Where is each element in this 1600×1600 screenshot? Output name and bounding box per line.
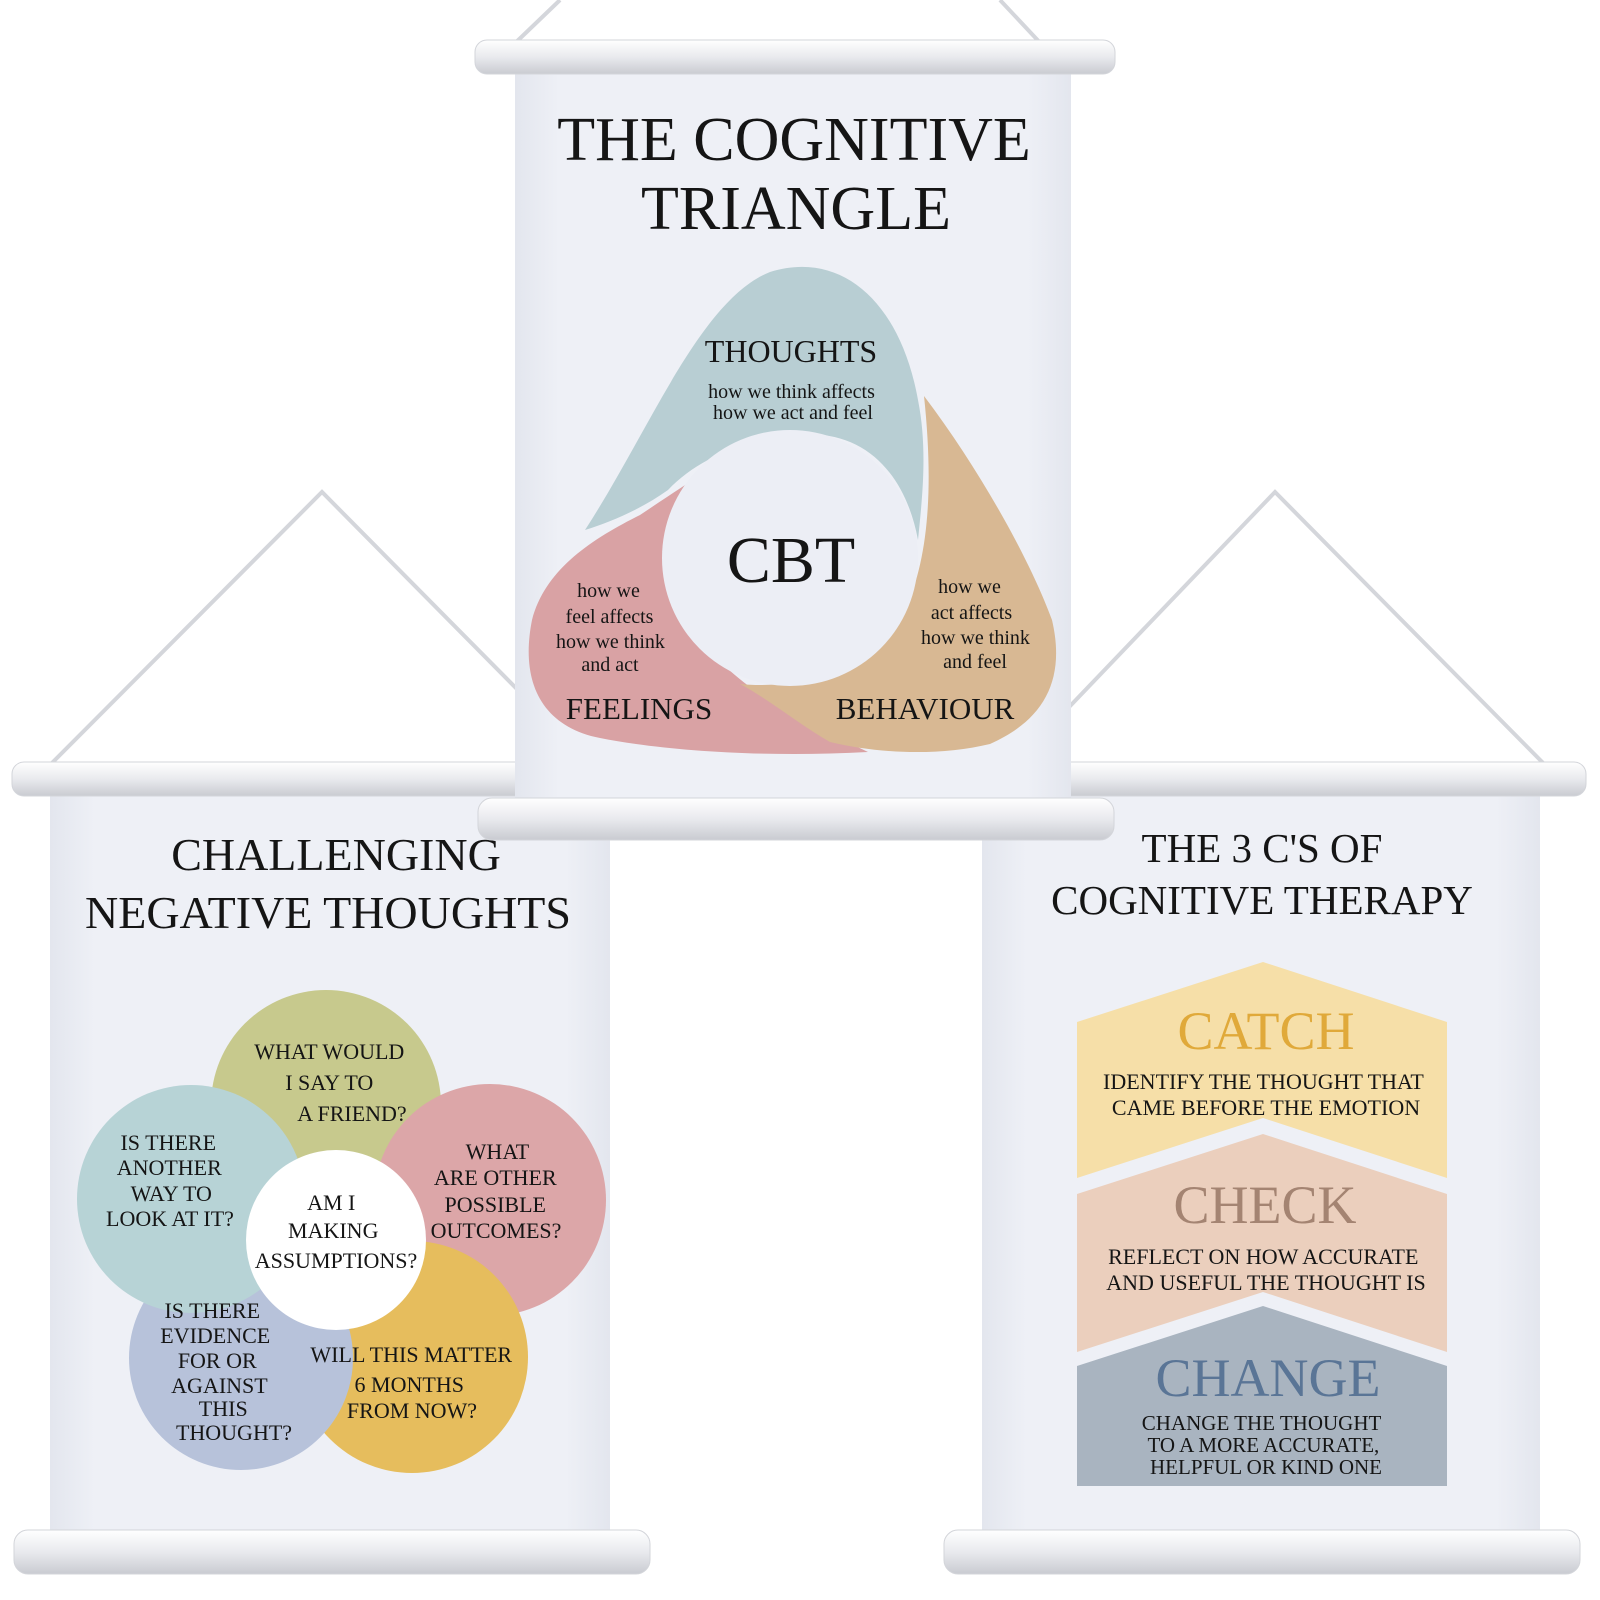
hanging-string bbox=[38, 489, 604, 777]
thoughts-desc: how we think affects how we act and feel bbox=[708, 381, 880, 424]
poster-title: THE 3 C'S OF bbox=[1142, 825, 1383, 871]
petal-text: WHAT WOULD I SAY TO A FRIEND? bbox=[254, 1039, 410, 1126]
behaviour-label: BEHAVIOUR bbox=[836, 691, 1015, 726]
step-title-change: CHANGE bbox=[1156, 1348, 1381, 1408]
petal-text: WHAT ARE OTHER POSSIBLE OUTCOMES? bbox=[431, 1139, 563, 1243]
center-label: CBT bbox=[727, 524, 855, 597]
behaviour-desc: how we act affects how we think and feel bbox=[921, 576, 1035, 673]
center-circle bbox=[246, 1150, 426, 1330]
poster-title: COGNITIVE THERAPY bbox=[1051, 877, 1473, 923]
step-title-catch: CATCH bbox=[1177, 1001, 1354, 1061]
behaviour-lobe bbox=[740, 396, 1057, 753]
bottom-rod bbox=[943, 1529, 1581, 1575]
poster-title: TRIANGLE bbox=[641, 175, 951, 243]
step-desc: IDENTIFY THE THOUGHT THAT CAME BEFORE TH… bbox=[1103, 1069, 1429, 1120]
thoughts-lobe bbox=[585, 266, 924, 540]
change-chevron bbox=[1077, 1306, 1447, 1486]
poster-title: CHALLENGING bbox=[171, 829, 501, 880]
center-circle bbox=[662, 430, 918, 686]
poster-title: NEGATIVE THOUGHTS bbox=[85, 887, 571, 938]
petal-text: WILL THIS MATTER 6 MONTHS FROM NOW? bbox=[310, 1342, 517, 1423]
feelings-label: FEELINGS bbox=[566, 691, 712, 726]
step-desc: REFLECT ON HOW ACCURATE AND USEFUL THE T… bbox=[1106, 1244, 1425, 1295]
petal-text: IS THERE EVIDENCE FOR OR AGAINST THIS TH… bbox=[160, 1298, 292, 1445]
hanging-string bbox=[1002, 489, 1557, 777]
cognitive-triangle-poster: THE COGNITIVE TRIANGLE CBT THOUGHTS how … bbox=[474, 0, 1116, 841]
thoughts-label: THOUGHTS bbox=[705, 333, 877, 369]
three-cs-poster: THE 3 C'S OF COGNITIVE THERAPY CATCH IDE… bbox=[943, 489, 1587, 1575]
bottom-rod bbox=[477, 797, 1115, 841]
center-question: AM I MAKING ASSUMPTIONS? bbox=[255, 1190, 418, 1273]
feelings-lobe bbox=[528, 462, 868, 755]
poster-title: THE COGNITIVE bbox=[557, 106, 1031, 174]
catch-chevron bbox=[1077, 962, 1447, 1178]
bottom-rod bbox=[13, 1529, 651, 1575]
feelings-desc: how we feel affects how we think and act bbox=[556, 580, 670, 676]
check-chevron bbox=[1077, 1134, 1447, 1352]
step-desc: CHANGE THE THOUGHT TO A MORE ACCURATE, H… bbox=[1142, 1411, 1386, 1479]
challenging-poster: CHALLENGING NEGATIVE THOUGHTS WHAT WOULD… bbox=[11, 489, 651, 1575]
step-title-check: CHECK bbox=[1173, 1175, 1356, 1235]
top-rod bbox=[474, 39, 1116, 75]
petal-text: IS THERE ANOTHER WAY TO LOOK AT IT? bbox=[106, 1130, 234, 1231]
